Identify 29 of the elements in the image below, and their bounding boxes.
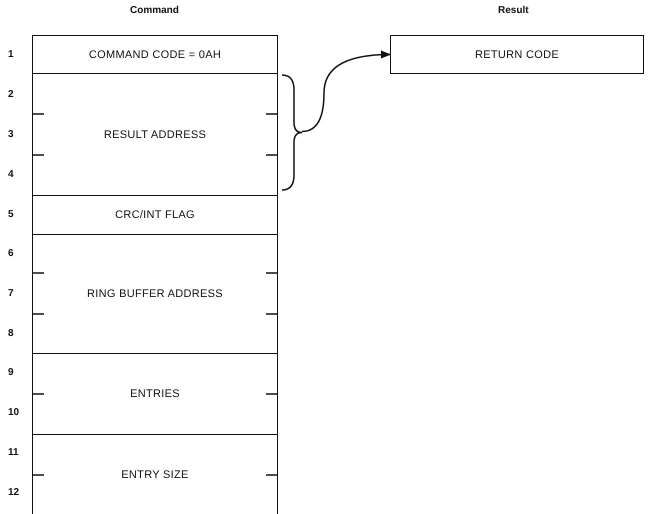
byte-number: 2 <box>8 89 14 100</box>
command-field <box>32 73 278 196</box>
field-label: CRC/INT FLAG <box>115 209 195 221</box>
byte-number: 5 <box>8 209 14 220</box>
byte-number: 3 <box>8 129 14 140</box>
byte-number: 4 <box>8 169 14 180</box>
column-heading: Result <box>498 5 529 16</box>
command-field <box>32 353 278 435</box>
command-field <box>32 35 278 74</box>
field-label: ENTRY SIZE <box>121 469 189 481</box>
byte-number: 12 <box>8 487 20 498</box>
byte-number: 1 <box>8 49 14 60</box>
field-label: COMMAND CODE = 0AH <box>88 48 222 60</box>
command-field <box>32 195 278 235</box>
column-heading: Command <box>130 5 179 16</box>
command-field <box>32 234 278 354</box>
arrow <box>302 50 391 132</box>
result-field <box>390 35 644 74</box>
byte-number: 7 <box>8 288 14 299</box>
byte-number: 6 <box>8 248 14 259</box>
field-label: RESULT ADDRESS <box>104 128 206 140</box>
field-label: RING BUFFER ADDRESS <box>87 288 223 300</box>
byte-number: 10 <box>8 407 20 418</box>
byte-number: 8 <box>8 328 14 339</box>
field-label: RETURN CODE <box>475 48 559 60</box>
byte-number: 9 <box>8 367 14 378</box>
command-field <box>32 434 278 514</box>
byte-number: 11 <box>8 447 19 458</box>
field-label: ENTRIES <box>130 388 180 400</box>
